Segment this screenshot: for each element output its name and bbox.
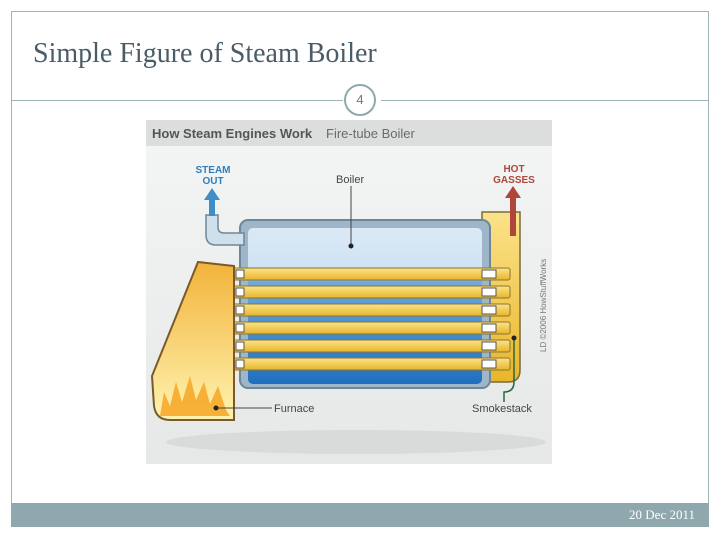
tube-cap-r5: [481, 341, 497, 351]
furnace-label: Furnace: [274, 403, 314, 415]
title-divider-right: [381, 100, 709, 101]
diagram-header-bold: How Steam Engines Work: [152, 126, 313, 141]
footer-date: 20 Dec 2011: [629, 507, 695, 522]
smokestack-label: Smokestack: [472, 403, 532, 415]
steam-out-label-1: STEAM: [196, 165, 231, 176]
fire-tubes: [231, 267, 511, 371]
tube-cap-r6: [481, 359, 497, 369]
slide-title: Simple Figure of Steam Boiler: [33, 38, 377, 69]
floor-shadow: [166, 430, 546, 454]
slide-number-badge: 4: [344, 84, 376, 116]
tube-cap-l6: [235, 359, 245, 369]
boiler-diagram: How Steam Engines Work Fire-tube Boiler …: [146, 120, 552, 464]
furnace-flames: [160, 376, 230, 416]
diagram-header-band: [146, 120, 552, 146]
diagram-header-light: Fire-tube Boiler: [326, 126, 416, 141]
tube-cap-l2: [235, 287, 245, 297]
fire-tube-5: [231, 339, 511, 353]
fire-tube-2: [231, 285, 511, 299]
title-divider-left: [11, 100, 343, 101]
credit-label: LD ©2006 HowStuffWorks: [539, 259, 548, 352]
tube-cap-r1: [481, 269, 497, 279]
hot-gasses-arrow: [505, 186, 521, 236]
tube-cap-r4: [481, 323, 497, 333]
tube-cap-l1: [235, 269, 245, 279]
tube-cap-l5: [235, 341, 245, 351]
boiler-diagram-svg: How Steam Engines Work Fire-tube Boiler …: [146, 120, 552, 464]
smokestack-leader-dot: [511, 335, 517, 341]
tube-cap-l3: [235, 305, 245, 315]
tube-end-caps: [235, 269, 497, 369]
furnace-leader-dot: [213, 405, 219, 411]
hot-gasses-label-1: HOT: [503, 164, 524, 175]
fire-tube-6: [231, 357, 511, 371]
fire-tube-1: [231, 267, 511, 281]
fire-tube-3: [231, 303, 511, 317]
fire-tube-4: [231, 321, 511, 335]
steam-out-label-2: OUT: [202, 176, 223, 187]
slide-footer: 20 Dec 2011: [11, 503, 709, 527]
boiler-leader-dot: [348, 243, 354, 249]
steam-out-arrow: [204, 188, 220, 216]
tube-cap-l4: [235, 323, 245, 333]
hot-gasses-label-2: GASSES: [493, 175, 535, 186]
tube-cap-r3: [481, 305, 497, 315]
steam-pipe: [205, 214, 245, 246]
smokestack-leader-line: [503, 338, 515, 402]
boiler-label: Boiler: [336, 174, 364, 186]
furnace: [150, 260, 235, 421]
tube-cap-r2: [481, 287, 497, 297]
